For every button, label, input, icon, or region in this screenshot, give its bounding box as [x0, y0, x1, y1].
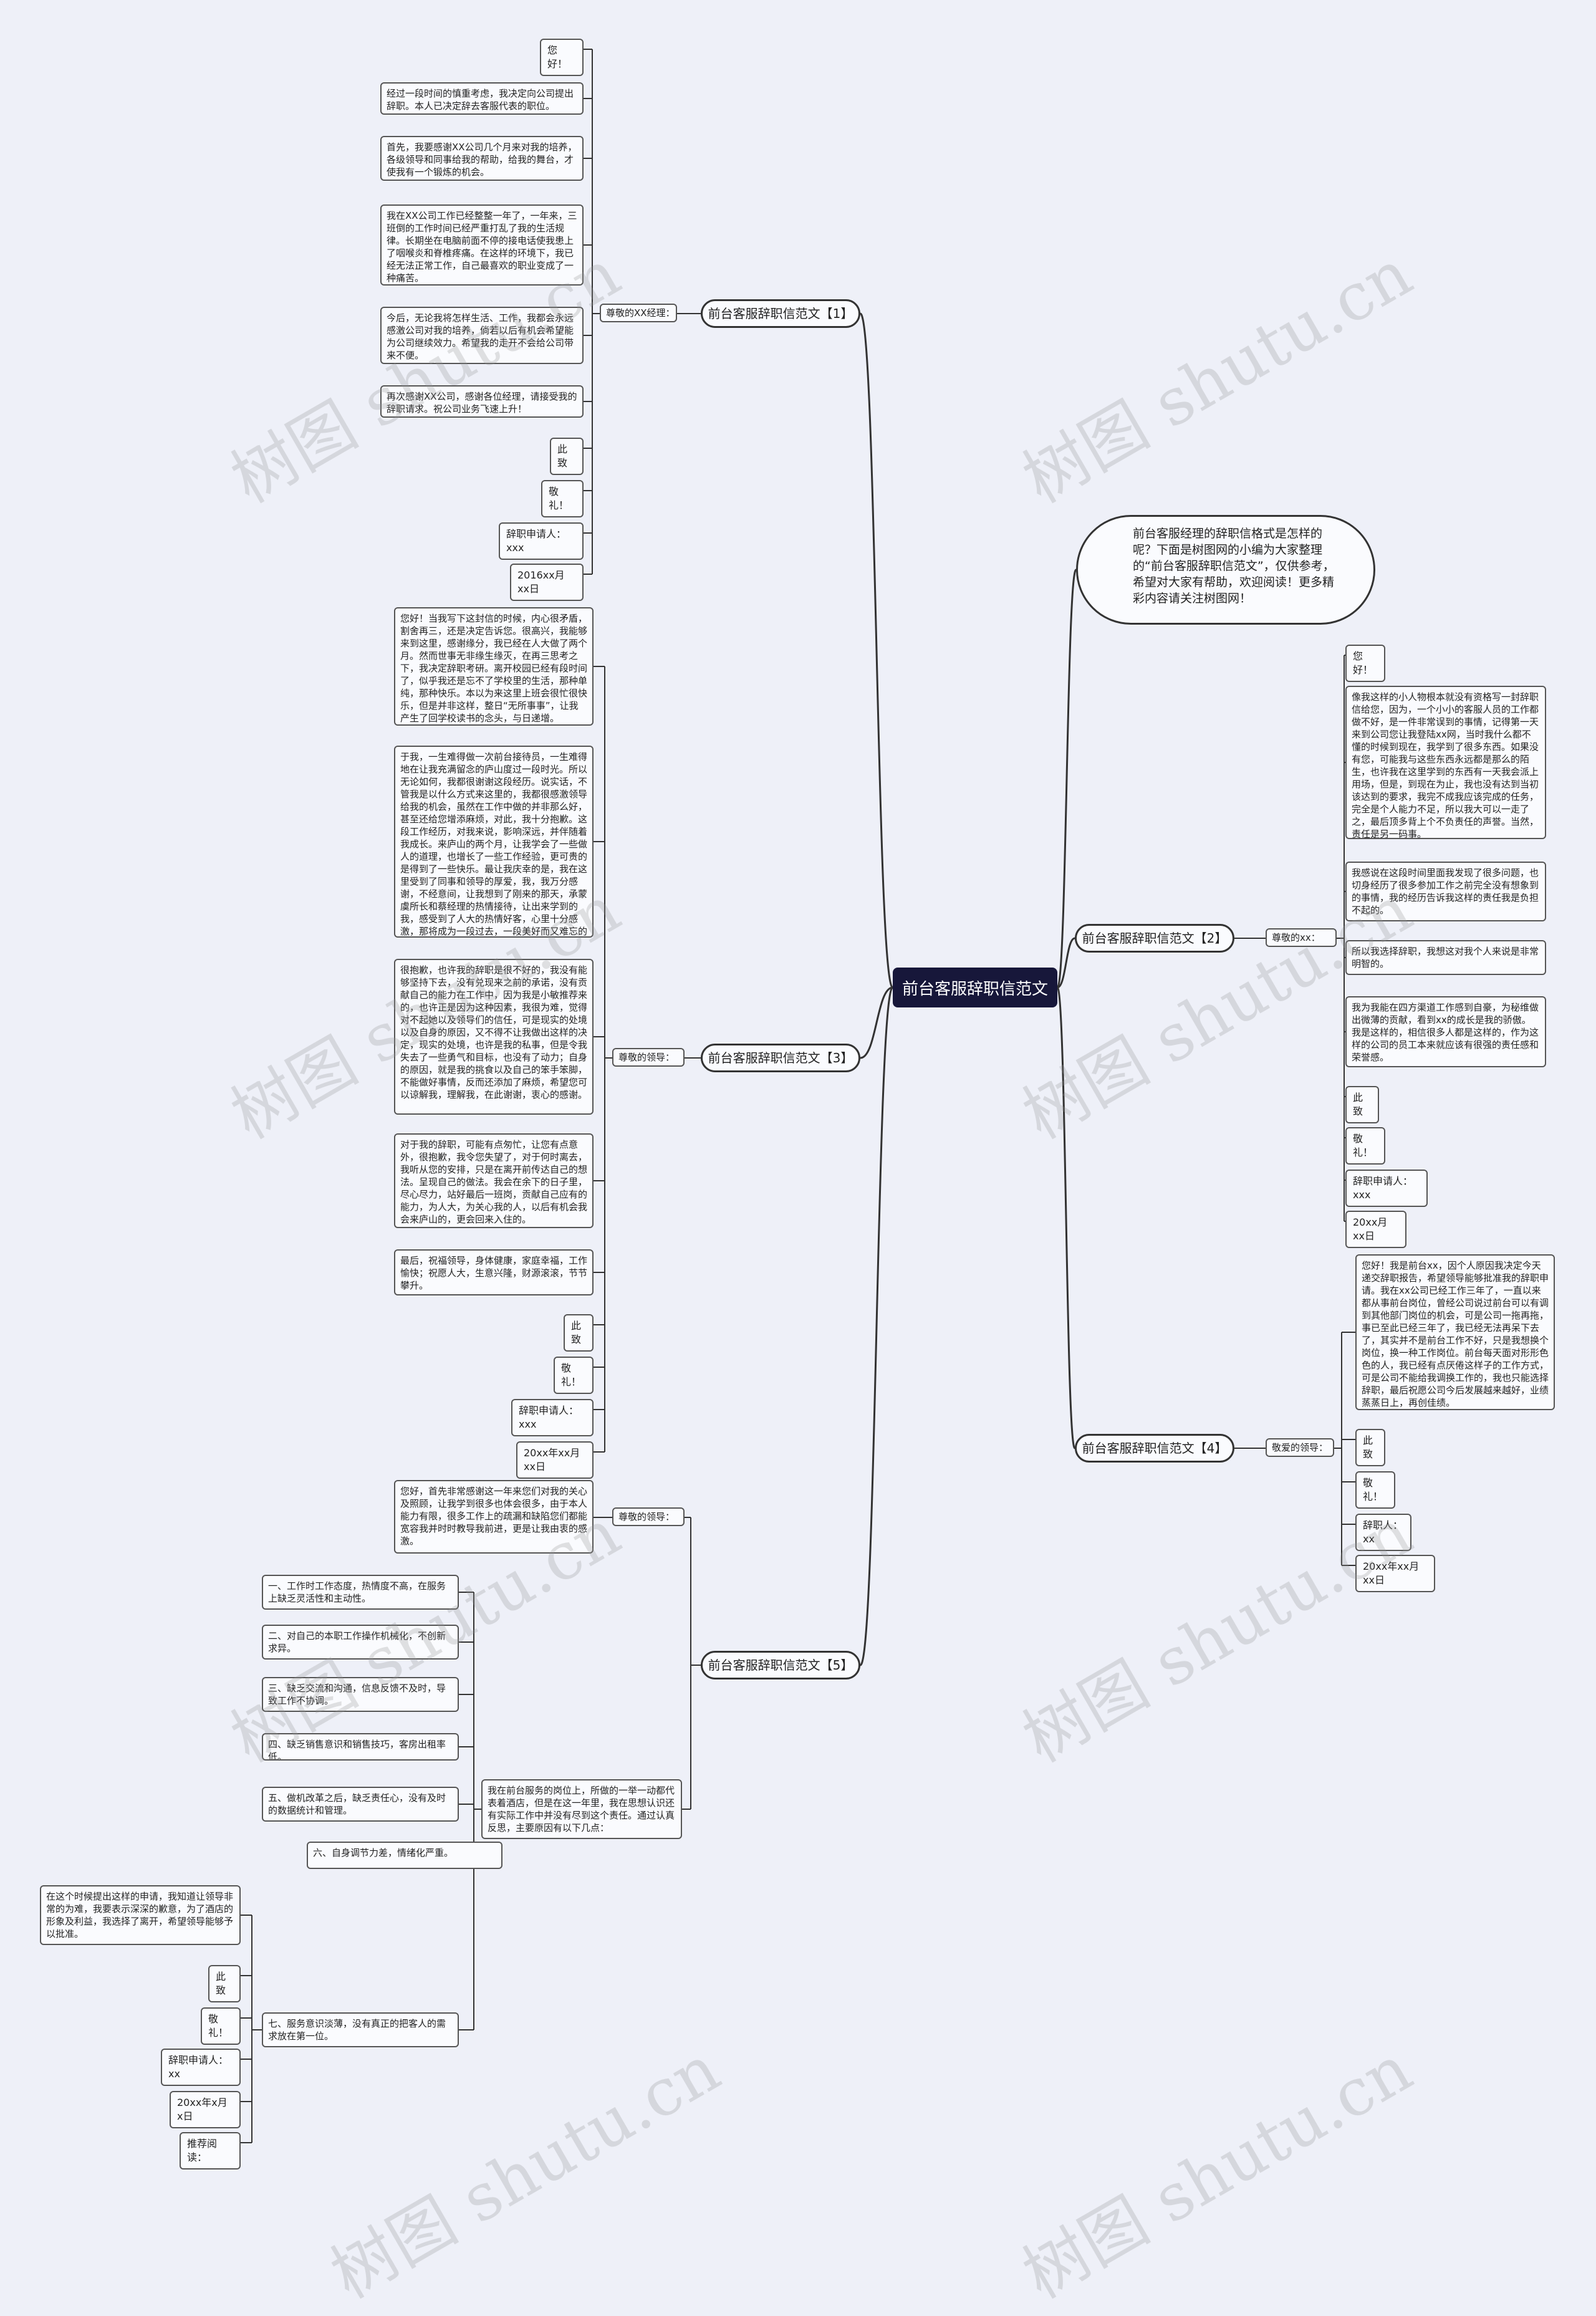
b4-item: 20xx年xx月xx日 [1355, 1555, 1435, 1592]
b4-item: 辞职人：xx [1355, 1514, 1411, 1551]
b3-item: 此致 [564, 1314, 594, 1352]
b1-salutation: 尊敬的XX经理： [600, 304, 677, 322]
b1-item: 您好！ [540, 39, 584, 76]
b1-item: 辞职申请人：xxx [499, 522, 584, 560]
b1-item: 我在XX公司工作已经整整一年了，一年来，三班倒的工作时间已经严重打乱了我的生活规… [380, 204, 584, 286]
b3-item: 20xx年xx月xx日 [516, 1441, 594, 1479]
b2-item: 辞职申请人：xxx [1345, 1170, 1428, 1207]
b2-item: 我为我能在四方渠道工作感到自豪，为秘维做出微薄的贡献，看到xx的成长是我的骄傲。… [1345, 996, 1546, 1067]
b1-item: 再次感谢XX公司，感谢各位经理，请接受我的辞职请求。祝公司业务飞速上升！ [380, 385, 584, 418]
b5-salutation: 尊敬的领导： [612, 1507, 685, 1526]
b4-title[interactable]: 前台客服辞职信范文【4】 [1075, 1434, 1234, 1463]
b3-salutation: 尊敬的领导： [612, 1048, 685, 1067]
connector [1056, 986, 1076, 1449]
b1-item: 首先，我要感谢XX公司几个月来对我的培养，各级领导和同事给我的帮助，给我的舞台，… [380, 136, 584, 181]
b5-reasons-intro: 我在前台服务的岗位上，所做的一举一动都代表着酒店，但是在这一年里，我在思想认识还… [481, 1779, 682, 1839]
b1-item: 今后，无论我将怎样生活、工作，我都会永远感激公司对我的培养，倘若以后有机会希望能… [380, 307, 584, 364]
b5-first-paragraph: 您好，首先非常感谢这一年来您们对我的关心及照顾，让我学到很多也体会很多，由于本人… [394, 1480, 594, 1554]
root-topic[interactable]: 前台客服辞职信范文 [893, 968, 1057, 1007]
b5-reason: 五、做机改革之后，缺乏责任心，没有及时的数据统计和管理。 [262, 1787, 459, 1822]
b2-item: 所以我选择辞职，我想这对我个人来说是非常明智的。 [1345, 940, 1546, 975]
b3-item: 辞职申请人：xxx [511, 1399, 594, 1436]
connector [860, 986, 893, 1059]
b1-item: 此致 [550, 438, 584, 475]
b5-reason: 四、缺乏销售意识和销售技巧，客房出租率低。 [262, 1733, 459, 1761]
b5-reason: 三、缺乏交流和沟通，信息反馈不及时，导致工作不协调。 [262, 1677, 459, 1712]
b3-item: 于我，一生难得做一次前台接待员，一生难得地在让我充满留念的庐山度过一段时光。所以… [394, 746, 594, 938]
b1-item: 2016xx月xx日 [510, 564, 584, 601]
b3-title[interactable]: 前台客服辞职信范文【3】 [701, 1044, 860, 1072]
b2-item: 20xx月xx日 [1345, 1211, 1406, 1248]
b2-item: 您好！ [1345, 645, 1385, 682]
b2-salutation: 尊敬的xx： [1266, 928, 1337, 947]
b1-item: 敬礼！ [541, 480, 584, 517]
b5-reason: 六、自身调节力差，情绪化严重。 [307, 1842, 502, 1869]
connector-lines [241, 49, 1355, 2143]
b5-seventh-item: 20xx年x月x日 [170, 2091, 241, 2128]
b5-seventh-item: 推荐阅读： [180, 2132, 241, 2169]
b3-item: 您好！当我写下这封信的时候，内心很矛盾，割舍再三，还是决定告诉您。很高兴，我能够… [394, 607, 594, 726]
b5-reason: 二、对自己的本职工作操作机械化，不创新求异。 [262, 1625, 459, 1660]
b5-reason: 七、服务意识淡薄，没有真正的把客人的需求放在第一位。 [262, 2012, 459, 2047]
b1-title[interactable]: 前台客服辞职信范文【1】 [701, 299, 860, 328]
b3-item: 最后，祝福领导，身体健康，家庭幸福，工作愉快；祝愿人大，生意兴隆，财源滚滚，节节… [394, 1249, 594, 1295]
b1-item: 经过一段时间的慎重考虑，我决定向公司提出辞职。本人已决定辞去客服代表的职位。 [380, 82, 584, 115]
connector [859, 986, 894, 1666]
b5-reason: 一、工作时工作态度，热情度不高，在服务上缺乏灵活性和主动性。 [262, 1575, 459, 1610]
connector [1056, 569, 1077, 989]
b3-item: 很抱歉，也许我的辞职是很不好的，我没有能够坚持下去，没有兑现来之前的承诺，没有贡… [394, 959, 594, 1115]
b2-title[interactable]: 前台客服辞职信范文【2】 [1075, 924, 1234, 953]
b5-title[interactable]: 前台客服辞职信范文【5】 [701, 1651, 860, 1679]
b4-item: 此致 [1355, 1429, 1385, 1466]
b4-item: 敬礼！ [1355, 1471, 1395, 1509]
connector [859, 312, 894, 989]
b5-seventh-item: 辞职申请人：xx [161, 2049, 241, 2086]
b5-seventh-item: 在这个时候提出这样的申请，我知道让领导非常的为难，我要表示深深的歉意，为了酒店的… [40, 1885, 241, 1945]
b3-item: 敬礼！ [554, 1357, 594, 1394]
b5-seventh-item: 敬礼！ [201, 2007, 241, 2045]
b4-item: 您好！我是前台xx，因个人原因我决定今天递交辞职报告，希望领导能够批准我的辞职申… [1355, 1254, 1555, 1410]
b2-item: 此致 [1345, 1086, 1379, 1123]
connector [1057, 937, 1075, 989]
intro-bubble: 前台客服经理的辞职信格式是怎样的呢？下面是树图网的小编为大家整理的“前台客服辞职… [1076, 515, 1375, 625]
b2-item: 像我这样的小人物根本就没有资格写一封辞职信给您，因为，一个小小的客服人员的工作都… [1345, 686, 1546, 839]
b4-salutation: 敬爱的领导： [1266, 1438, 1334, 1457]
b2-item: 我感说在这段时间里面我发现了很多问题，也切身经历了很多参加工作之前完全没有想象到… [1345, 862, 1546, 921]
b2-item: 敬礼！ [1345, 1127, 1385, 1165]
b5-seventh-item: 此致 [208, 1965, 241, 2002]
b3-item: 对于我的辞职，可能有点匆忙，让您有点意外，很抱歉，我令您失望了，对于何时离去，我… [394, 1133, 594, 1228]
